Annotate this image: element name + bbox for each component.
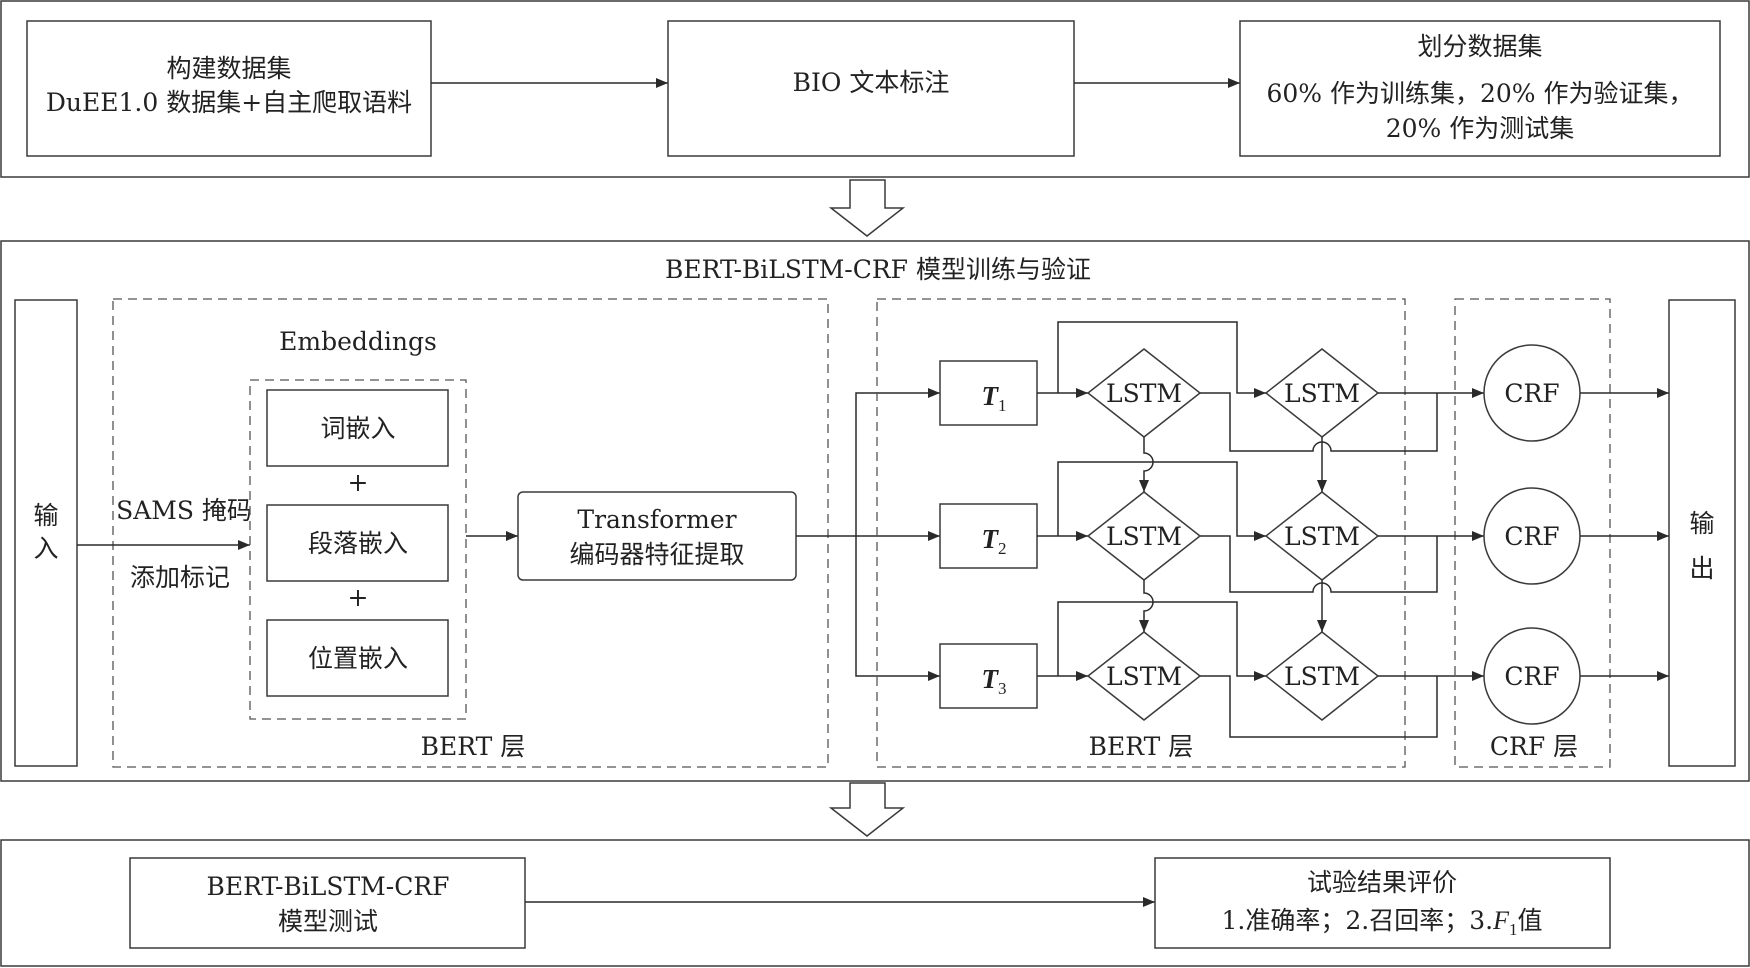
build-dataset-box (26, 20, 432, 157)
block-arrow-down-2 (828, 782, 906, 837)
add-tag-label: 添加标记 (130, 563, 230, 592)
stage2-title: BERT-BiLSTM-CRF 模型训练与验证 (665, 255, 1091, 284)
bio-annotation-label: BIO 文本标注 (793, 68, 950, 97)
arrow-transformer-to-t3 (855, 536, 940, 681)
input-char-2: 入 (33, 534, 58, 563)
evaluation-title: 试验结果评价 (1307, 868, 1457, 897)
arrow-t1-to-backward-lstm (1057, 321, 1266, 398)
embeddings-title: Embeddings (279, 327, 437, 356)
transformer-label-1: Transformer (577, 505, 736, 534)
token-node-t1 (939, 360, 1038, 426)
token-label-t1: T1 (982, 381, 1007, 415)
output-char-1: 输 (1689, 509, 1714, 538)
lstm-forward-3 (1086, 631, 1202, 721)
position-embedding-label: 位置嵌入 (308, 644, 408, 673)
lstm-backward-2-label: LSTM (1284, 522, 1360, 551)
model-test-box (129, 857, 526, 949)
lstm-backward-1-label: LSTM (1284, 379, 1360, 408)
embeddings-group (249, 379, 467, 720)
lstm-forward-3-label: LSTM (1106, 662, 1182, 691)
arrow-t2-to-backward-lstm (1057, 461, 1266, 541)
crf-layer-label: CRF 层 (1490, 732, 1578, 761)
output-bar (1668, 299, 1736, 767)
arrow-t3-to-backward-lstm (1057, 601, 1266, 681)
plus-sign-1: + (348, 468, 369, 497)
arrow-transformer-to-t1 (855, 388, 940, 536)
build-dataset-title: 构建数据集 (166, 54, 291, 83)
word-embedding-label: 词嵌入 (320, 414, 395, 443)
model-test-line1: BERT-BiLSTM-CRF (206, 872, 449, 901)
bert-layer-region-1 (112, 298, 829, 768)
paragraph-embedding-label: 段落嵌入 (308, 529, 408, 558)
input-bar (14, 299, 78, 767)
lstm-forward-2-label: LSTM (1106, 522, 1182, 551)
plus-sign-2: + (348, 583, 369, 612)
bert-layer-region-2 (876, 298, 1406, 768)
lstm-backward-3-label: LSTM (1284, 662, 1360, 691)
crf-node-1-label: CRF (1504, 379, 1559, 408)
evaluation-box (1154, 857, 1611, 949)
token-label-t3: T3 (982, 664, 1007, 698)
link-forward-lstm1-to-crf (1200, 392, 1438, 452)
split-dataset-title: 划分数据集 (1417, 32, 1542, 61)
bert-layer-label-1: BERT 层 (421, 732, 526, 761)
split-dataset-box (1239, 20, 1721, 157)
build-dataset-detail: DuEE1.0 数据集+自主爬取语料 (46, 88, 412, 117)
crf-node-2-label: CRF (1504, 522, 1559, 551)
crf-layer-region (1454, 298, 1611, 768)
bert-layer-label-2: BERT 层 (1089, 732, 1194, 761)
token-label-t2: T2 (982, 524, 1007, 558)
lstm-forward-1-label: LSTM (1106, 379, 1182, 408)
evaluation-metrics: 1.准确率；2.召回率；3.F1值 (1222, 906, 1543, 939)
input-char-1: 输 (33, 501, 58, 530)
arrow-forward-lstm1-to-2 (1139, 437, 1154, 492)
block-arrow-down-1 (828, 179, 906, 237)
transformer-label-2: 编码器特征提取 (569, 540, 744, 569)
crf-node-3-label: CRF (1504, 662, 1559, 691)
split-dataset-line2: 20% 作为测试集 (1386, 114, 1575, 143)
link-forward-lstm3-to-crf (1200, 675, 1438, 738)
bio-annotation-box (667, 20, 1075, 157)
lstm-backward-3 (1264, 631, 1380, 721)
paragraph-embedding-box (266, 504, 449, 582)
stage2-frame (0, 240, 1750, 782)
sams-mask-label: SAMS 掩码 (116, 496, 252, 525)
split-dataset-line1: 60% 作为训练集，20% 作为验证集， (1266, 79, 1693, 108)
position-embedding-box (266, 619, 449, 697)
link-forward-lstm2-to-crf (1200, 535, 1438, 593)
arrow-forward-lstm2-to-3 (1139, 580, 1154, 632)
model-test-line2: 模型测试 (278, 907, 378, 936)
word-embedding-box (266, 389, 449, 467)
output-char-2: 出 (1689, 554, 1714, 583)
token-node-t3 (939, 643, 1038, 709)
